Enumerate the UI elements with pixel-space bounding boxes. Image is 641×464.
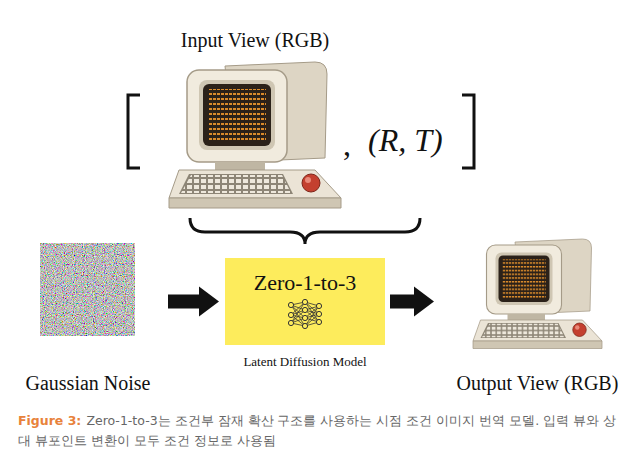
network-icon <box>288 299 321 328</box>
left-bracket <box>128 95 140 168</box>
curly-brace <box>190 218 420 244</box>
right-bracket <box>462 95 474 168</box>
figure-caption: Zero-1-to-3는 조건부 잠재 확산 구조를 사용하는 시점 조건 이미… <box>18 413 616 448</box>
figure-number: Figure 3: <box>18 413 81 428</box>
view-title: Output View (RGB) <box>457 371 619 395</box>
input-view: Input View (RGB) <box>150 24 360 212</box>
input-computer <box>169 62 341 208</box>
noise-image <box>40 243 135 336</box>
block-arrow <box>168 287 219 317</box>
model-box: Zero-1-to-3Latent Diffusion Model <box>225 258 385 345</box>
pose-label: (R, T) <box>368 122 443 159</box>
output-view: Output View (RGB) <box>440 228 635 398</box>
view-title: Input View (RGB) <box>181 28 329 52</box>
model-fill <box>225 258 385 345</box>
separator-comma: , <box>343 126 351 163</box>
model-type: Latent Diffusion Model <box>243 354 366 370</box>
noise-node: Gaussian Noise <box>13 243 163 397</box>
model-name: Zero-1-to-3 <box>254 270 357 296</box>
block-arrow <box>390 287 434 317</box>
image-label: Gaussian Noise <box>26 371 151 395</box>
output-computer <box>473 239 602 349</box>
caption-line: Figure 3:Zero-1-to-3는 조건부 잠재 확산 구조를 사용하는… <box>18 411 623 451</box>
